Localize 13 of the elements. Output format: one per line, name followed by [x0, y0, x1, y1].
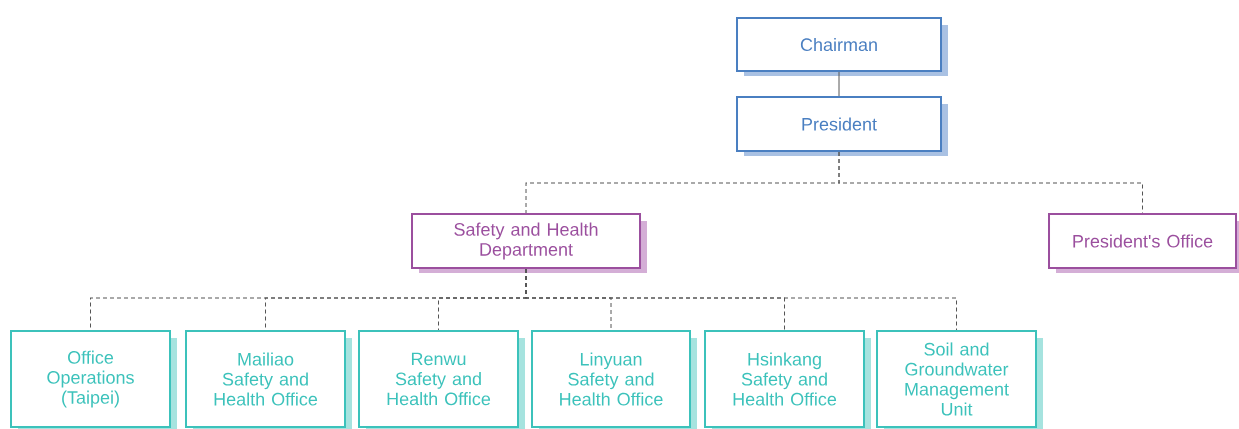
- org-box: Hsinkang Safety and Health Office: [704, 330, 871, 429]
- org-box: Soil and Groundwater Management Unit: [876, 330, 1043, 429]
- connector-line: [838, 151, 1143, 214]
- org-box: Mailiao Safety and Health Office: [185, 330, 352, 429]
- org-box: President's Office: [1048, 213, 1239, 273]
- org-box: Safety and Health Department: [411, 213, 647, 273]
- org-box: President: [736, 96, 948, 156]
- org-box: Renwu Safety and Health Office: [358, 330, 525, 429]
- connector-line: [838, 71, 840, 97]
- connector-line: [525, 268, 957, 331]
- org-box: Chairman: [736, 17, 948, 76]
- org-box: Office Operations (Taipei): [10, 330, 177, 429]
- org-box: Linyuan Safety and Health Office: [531, 330, 697, 429]
